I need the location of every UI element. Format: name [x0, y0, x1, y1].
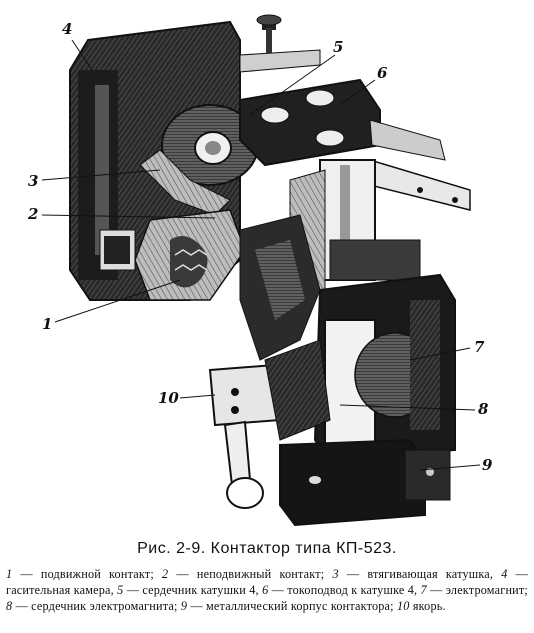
callout-5: 5	[333, 38, 344, 56]
legend-text-3: — втягивающая катушка,	[338, 567, 502, 581]
callout-4: 4	[62, 20, 73, 38]
callout-8: 8	[478, 400, 489, 418]
legend-num-9: 9	[180, 599, 188, 613]
legend-num-5: 5	[117, 583, 124, 597]
callout-10: 10	[158, 389, 179, 407]
legend-num-10: 10	[397, 599, 410, 613]
legend-num-1: 1	[6, 567, 13, 581]
callout-9: 9	[482, 456, 493, 474]
callout-3: 3	[28, 172, 39, 190]
callout-7: 7	[474, 338, 485, 356]
legend-num-4: 4	[501, 567, 508, 581]
callout-6: 6	[377, 64, 388, 82]
legend-text-5: — сердечник катушки 4,	[123, 583, 263, 597]
legend-text-8: — сердечник электромагнита;	[12, 599, 181, 613]
legend-text-1: — подвижной контакт;	[12, 567, 163, 581]
legend-num-2: 2	[162, 567, 169, 581]
adjusting-screw	[239, 14, 321, 73]
leader-lines	[41, 39, 481, 471]
contact-assembly	[134, 209, 321, 361]
electromagnet	[313, 273, 456, 462]
contactor-illustration	[41, 14, 481, 527]
armature-lever	[208, 339, 331, 509]
callout-2: 2	[28, 205, 39, 223]
legend-text-9: — металлический корпус контактора;	[187, 599, 397, 613]
legend-text-6: — токоподвод к катушке 4,	[268, 583, 421, 597]
legend-text-7: — электромагнит;	[426, 583, 528, 597]
legend-text-10: якорь.	[409, 599, 446, 613]
legend-num-3: 3	[332, 567, 339, 581]
terminal-block	[239, 78, 471, 211]
central-column	[289, 159, 421, 301]
legend-num-7: 7	[420, 583, 427, 597]
figure-caption: Рис. 2-9. Контактор типа КП-523.	[137, 540, 397, 557]
figure-legend: 1 — подвижной контакт; 2 — неподвижный к…	[6, 566, 528, 614]
legend-num-8: 8	[6, 599, 13, 613]
metal-housing	[279, 438, 451, 527]
legend-text-2: — неподвижный контакт;	[168, 567, 333, 581]
callout-1: 1	[42, 315, 53, 333]
legend-text-4: — гасительная камера,	[6, 567, 529, 597]
legend-num-6: 6	[262, 583, 269, 597]
